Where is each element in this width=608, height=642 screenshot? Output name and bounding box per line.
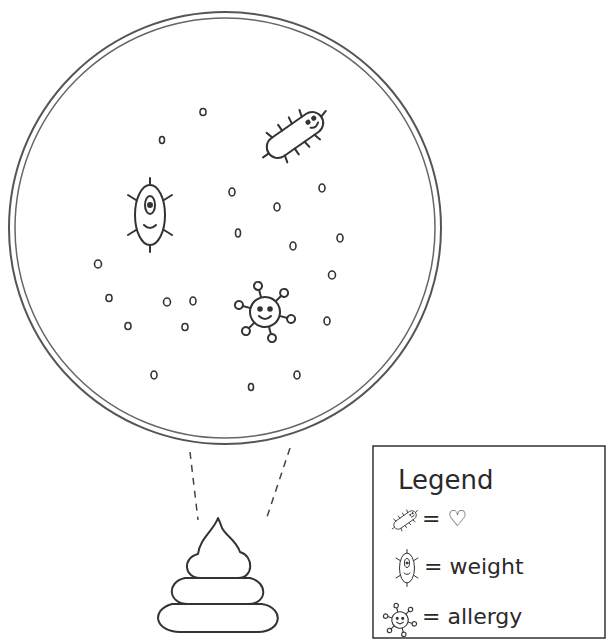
dish-inner-ring <box>15 18 435 438</box>
poop-sample <box>158 518 278 632</box>
legend-title: Legend <box>398 466 494 495</box>
legend-box <box>373 446 605 638</box>
weight-microbe <box>128 178 172 252</box>
heart-bacterium <box>253 98 338 172</box>
legend-entry: = ♡ <box>422 507 467 531</box>
legend-entry: = allergy <box>422 605 522 629</box>
legend-icon <box>380 601 421 639</box>
allergy-microbe <box>228 278 302 347</box>
legend-icon <box>396 550 418 587</box>
zoom-line <box>266 448 290 520</box>
legend-entry: = weight <box>424 555 524 579</box>
zoom-line <box>190 452 198 520</box>
dish-outer-ring <box>9 12 441 444</box>
legend-icon <box>388 505 422 535</box>
particle-dots <box>95 109 344 391</box>
